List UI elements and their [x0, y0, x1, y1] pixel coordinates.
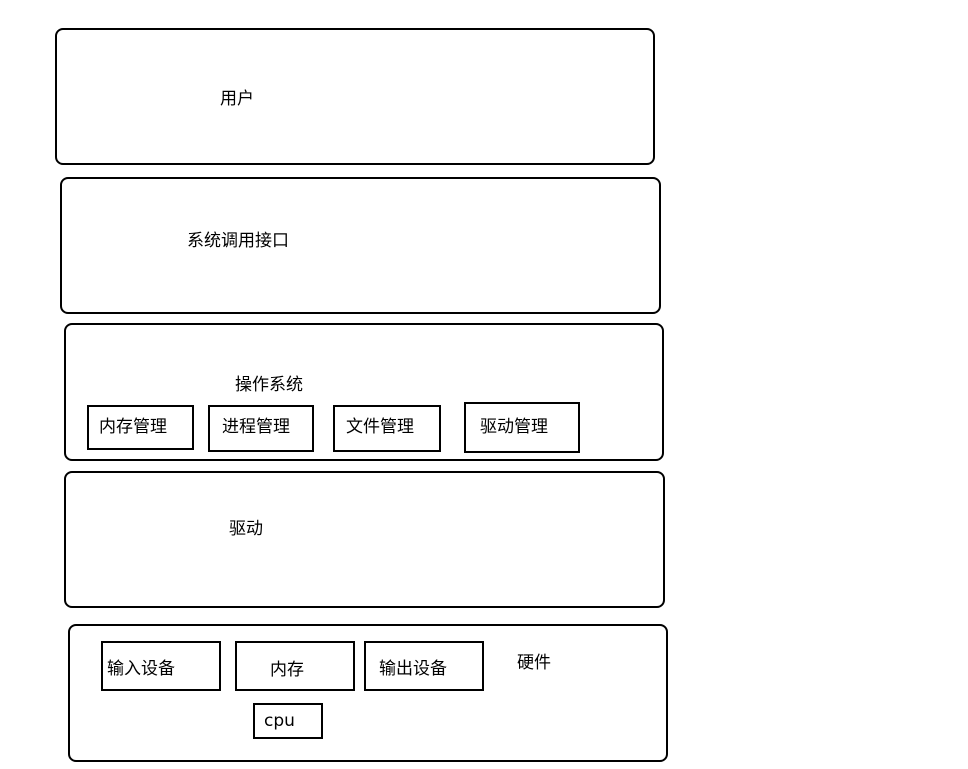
memory-management-box: [87, 405, 194, 450]
memory-box: [235, 641, 355, 691]
hardware-layer-label: 硬件: [517, 653, 551, 673]
cpu-box: [253, 703, 323, 739]
driver-management-box: [464, 402, 580, 453]
syscall-interface-layer: [60, 177, 661, 314]
process-management-box: [208, 405, 314, 452]
input-device-label: 输入设备: [107, 659, 175, 679]
cpu-label: cpu: [264, 711, 295, 731]
output-device-box: [364, 641, 484, 691]
driver-layer: [64, 471, 665, 608]
memory-label: 内存: [270, 660, 304, 680]
process-management-label: 进程管理: [222, 417, 290, 437]
operating-system-label: 操作系统: [235, 375, 303, 395]
file-management-label: 文件管理: [346, 417, 414, 437]
output-device-label: 输出设备: [379, 659, 447, 679]
driver-layer-label: 驱动: [229, 519, 263, 539]
file-management-box: [333, 405, 441, 452]
driver-management-label: 驱动管理: [480, 417, 548, 437]
input-device-box: [101, 641, 221, 691]
user-layer: [55, 28, 655, 165]
user-layer-label: 用户: [220, 89, 254, 109]
memory-management-label: 内存管理: [99, 417, 167, 437]
syscall-interface-label: 系统调用接口: [187, 231, 289, 251]
